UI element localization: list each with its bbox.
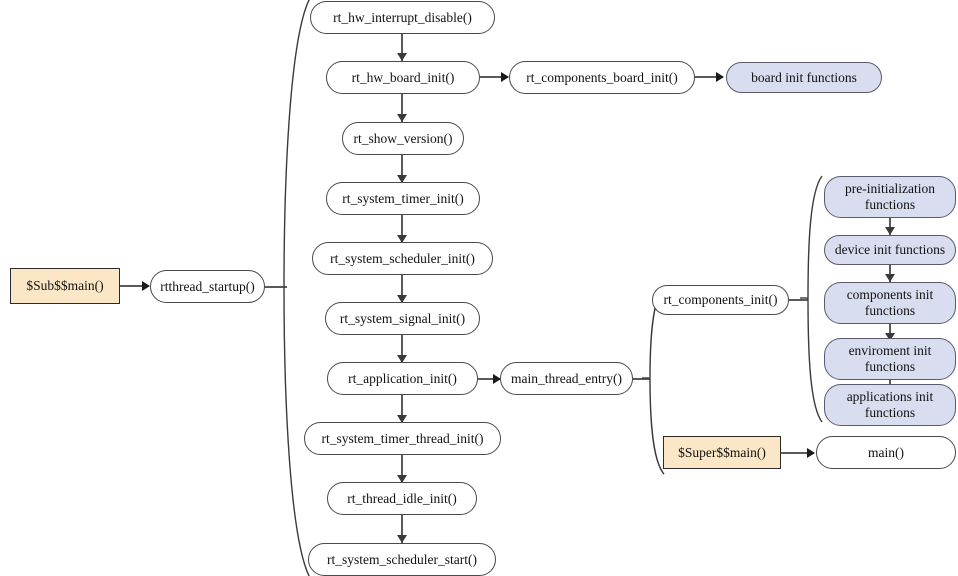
node-label: rtthread_startup()	[160, 278, 255, 294]
node-rt-system-scheduler-init[interactable]: rt_system_scheduler_init()	[312, 242, 493, 275]
node-label: main_thread_entry()	[511, 370, 622, 386]
node-rtthread-startup[interactable]: rtthread_startup()	[150, 270, 265, 303]
arrowhead-2-3	[397, 114, 407, 122]
connector-9-10	[401, 515, 403, 543]
node-label: pre-initialization functions	[845, 180, 935, 212]
connector-ci-3-4	[889, 324, 891, 341]
connector-board-init-branch	[480, 76, 508, 78]
connector-sub-main-to-startup	[120, 285, 148, 287]
arrowhead-to-startup	[142, 281, 150, 291]
connector-6-7	[401, 335, 403, 363]
arrowhead-super-main-to-main	[807, 448, 815, 458]
brace-components-init-steps	[800, 175, 823, 423]
node-label: board init functions	[751, 69, 857, 85]
connector-ci-2-3	[889, 265, 891, 282]
node-label: rt_system_timer_init()	[342, 190, 464, 206]
arrowhead-ci-1-2	[885, 227, 895, 235]
node-label: rt_application_init()	[348, 370, 457, 386]
node-rt-components-init[interactable]: rt_components_init()	[652, 285, 789, 315]
node-label: rt_components_init()	[663, 292, 778, 308]
arrowhead-5-6	[397, 295, 407, 303]
node-label: applications init functions	[846, 388, 934, 420]
node-label: rt_system_timer_thread_init()	[321, 430, 484, 446]
brace-startup-sequence	[283, 0, 310, 576]
arrowhead-board-init-branch	[501, 72, 509, 82]
node-label: rt_show_version()	[353, 130, 453, 146]
node-device-init-functions[interactable]: device init functions	[824, 235, 956, 265]
node-rt-application-init[interactable]: rt_application_init()	[327, 362, 478, 395]
node-label: rt_hw_interrupt_disable()	[333, 9, 472, 25]
arrowhead-to-board-init-functions	[716, 72, 724, 82]
node-super-main[interactable]: $Super$$main()	[663, 436, 781, 469]
arrowhead-6-7	[397, 355, 407, 363]
arrowhead-ci-3-4	[885, 333, 895, 341]
node-rt-thread-idle-init[interactable]: rt_thread_idle_init()	[327, 482, 477, 515]
arrowhead-7-8	[397, 415, 407, 423]
arrowhead-3-4	[397, 175, 407, 183]
node-label: $Super$$main()	[678, 444, 766, 460]
arrowhead-application-init-branch	[493, 374, 501, 384]
node-components-init-functions[interactable]: components init functions	[824, 282, 956, 324]
node-label: rt_components_board_init()	[526, 69, 678, 85]
node-rt-system-timer-init[interactable]: rt_system_timer_init()	[326, 182, 480, 215]
arrowhead-9-10	[397, 535, 407, 543]
node-rt-show-version[interactable]: rt_show_version()	[342, 122, 464, 155]
connector-ci-1-2	[889, 218, 891, 235]
node-label: rt_system_signal_init()	[339, 310, 466, 326]
node-pre-initialization-functions[interactable]: pre-initialization functions	[824, 176, 956, 218]
arrowhead-1-2	[397, 53, 407, 61]
arrowhead-8-9	[397, 475, 407, 483]
connector-1-2	[401, 34, 403, 61]
node-rt-system-signal-init[interactable]: rt_system_signal_init()	[325, 302, 480, 335]
connector-7-8	[401, 395, 403, 423]
node-main[interactable]: main()	[816, 436, 956, 469]
node-applications-init-functions[interactable]: applications init functions	[824, 384, 956, 426]
node-label: enviroment init functions	[848, 342, 932, 374]
node-label: components init functions	[846, 286, 934, 318]
connector-startup-to-brace	[265, 286, 287, 288]
node-label: $Sub$$main()	[26, 278, 104, 294]
node-sub-main[interactable]: $Sub$$main()	[10, 268, 120, 304]
connector-8-9	[401, 455, 403, 483]
node-label: rt_system_scheduler_start()	[327, 551, 477, 567]
node-rt-hw-interrupt-disable[interactable]: rt_hw_interrupt_disable()	[310, 1, 495, 34]
node-label: main()	[868, 444, 904, 460]
node-rt-system-timer-thread-init[interactable]: rt_system_timer_thread_init()	[304, 422, 501, 455]
connector-5-6	[401, 275, 403, 303]
connector-application-init-branch	[478, 378, 500, 380]
node-label: rt_system_scheduler_init()	[330, 250, 475, 266]
node-enviroment-init-functions[interactable]: enviroment init functions	[824, 338, 956, 380]
arrowhead-ci-2-3	[885, 274, 895, 282]
connector-super-main-to-main	[781, 452, 814, 454]
connector-4-5	[401, 215, 403, 243]
arrowhead-4-5	[397, 235, 407, 243]
connector-to-board-init-functions	[695, 76, 723, 78]
node-rt-system-scheduler-start[interactable]: rt_system_scheduler_start()	[308, 543, 496, 576]
node-label: rt_hw_board_init()	[351, 69, 455, 85]
connector-3-4	[401, 155, 403, 183]
node-rt-hw-board-init[interactable]: rt_hw_board_init()	[326, 61, 480, 94]
node-board-init-functions[interactable]: board init functions	[726, 62, 882, 93]
node-label: device init functions	[834, 242, 946, 258]
node-rt-components-board-init[interactable]: rt_components_board_init()	[509, 61, 695, 94]
connector-main-thread-entry-to-brace	[633, 378, 650, 380]
connector-2-3	[401, 94, 403, 122]
connector-components-init-to-brace	[789, 299, 808, 301]
node-label: rt_thread_idle_init()	[347, 490, 457, 506]
node-main-thread-entry[interactable]: main_thread_entry()	[500, 362, 633, 395]
